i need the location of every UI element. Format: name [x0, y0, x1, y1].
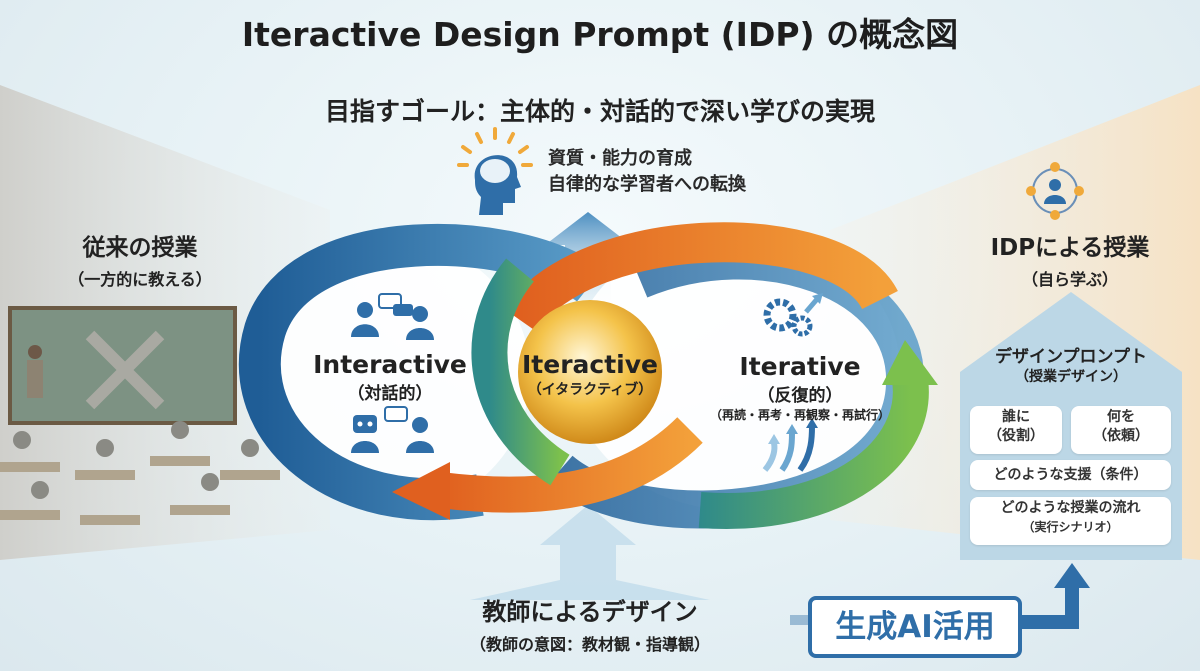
green-arrowhead [882, 340, 938, 385]
support-cell: どのような支援（条件） [970, 460, 1171, 490]
idp-class-label: IDPによる授業 （自ら学ぶ） [955, 228, 1185, 290]
teacher-design-title: 教師によるデザイン [482, 598, 698, 626]
idp-title: IDPによる授業 [990, 235, 1150, 261]
orange-arrowhead [392, 462, 450, 520]
iterative-subtitle: （反復的） [757, 386, 843, 406]
classroom-illustration [0, 306, 280, 525]
flow-sub: （実行シナリオ） [1022, 520, 1119, 534]
goal-line-2: 自律的な学習者への転換 [548, 174, 746, 195]
interactive-title: Interactive [313, 350, 467, 379]
page-title: Iteractive Design Prompt (IDP) の概念図 [241, 15, 959, 54]
traditional-title: 従来の授業 [82, 235, 198, 261]
ai-to-prompt-arrow [1014, 585, 1079, 629]
iteractive-subtitle: （イタラクティブ） [527, 382, 653, 398]
who-label: 誰に [1002, 409, 1030, 425]
brain-head-icon [457, 127, 533, 215]
what-label: 何を [1107, 409, 1135, 425]
what-cell: 何を （依頼） [1071, 406, 1171, 454]
interactive-subtitle: （対話的） [347, 384, 433, 404]
infinity-loop [238, 222, 938, 529]
goal-line-1: 資質・能力の育成 [548, 148, 692, 169]
iterative-title: Iterative [739, 352, 861, 381]
people-chat-icon [351, 293, 434, 340]
iterative-detail: （再読・再考・再観察・再試行） [709, 408, 890, 422]
who-sub: （役割） [988, 428, 1044, 444]
what-sub: （依頼） [1093, 428, 1149, 444]
design-arrow [470, 505, 710, 600]
iteractive-orb [518, 300, 662, 444]
flow-cell: どのような授業の流れ （実行シナリオ） [970, 497, 1171, 545]
iteractive-title: Iteractive [522, 350, 658, 379]
interactive-label: Interactive （対話的） [300, 350, 480, 404]
flow-label: どのような授業の流れ [1000, 500, 1141, 516]
design-prompt-subtitle: （授業デザイン） [1015, 369, 1127, 385]
goal-details: 資質・能力の育成 自律的な学習者への転換 [548, 146, 746, 198]
iteractive-label: Iteractive （イタラクティブ） [500, 350, 680, 399]
who-cell: 誰に （役割） [970, 406, 1062, 454]
teacher-design-label: 教師によるデザイン （教師の意図：教材観・指導観） [420, 592, 760, 655]
goal-heading: 目指すゴール：主体的・対話的で深い学びの実現 [324, 97, 875, 126]
idp-subtitle: （自ら学ぶ） [1021, 270, 1118, 289]
traditional-subtitle: （一方的に教える） [68, 270, 212, 289]
gears-icon [763, 293, 823, 337]
network-person-icon [1026, 162, 1084, 220]
design-prompt-title: デザインプロンプト [995, 347, 1147, 367]
design-prompt-panel: デザインプロンプト （授業デザイン） 誰に （役割） 何を （依頼） どのような… [960, 290, 1182, 568]
traditional-class-label: 従来の授業 （一方的に教える） [20, 228, 260, 290]
generative-ai-box: 生成AI活用 [808, 596, 1022, 658]
ai-robot-chat-icon [351, 406, 434, 453]
iterative-label: Iterative （反復的） （再読・再考・再観察・再試行） [700, 352, 900, 423]
growth-arrows-icon [762, 418, 818, 472]
teacher-design-subtitle: （教師の意図：教材観・指導観） [469, 635, 710, 654]
